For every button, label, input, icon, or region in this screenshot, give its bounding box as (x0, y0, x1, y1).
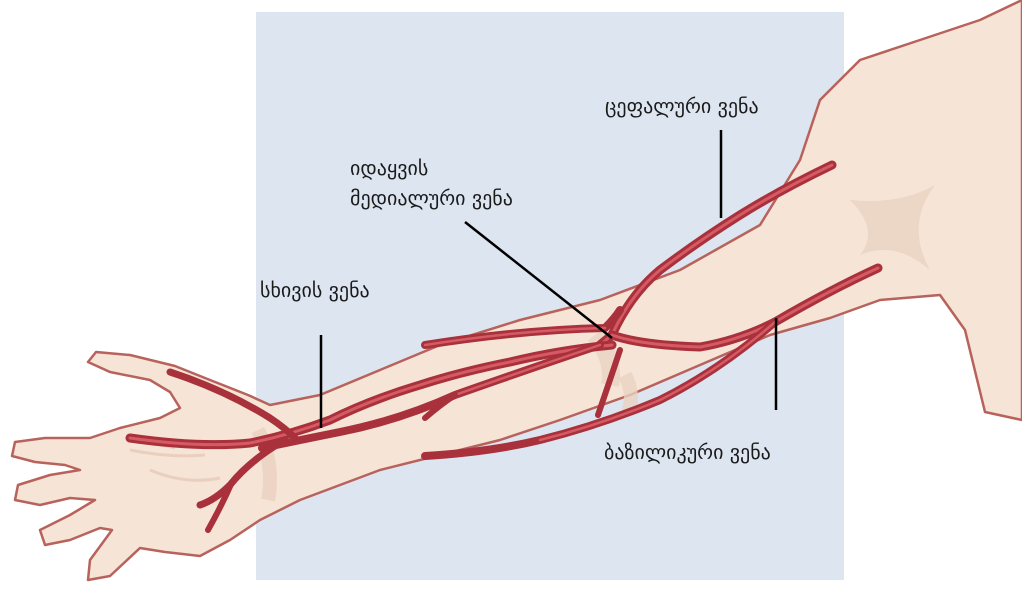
median-cubital-vein-label-line2: მედიალური ვენა (350, 184, 513, 212)
cephalic-vein-label: ცეფალური ვენა (605, 92, 759, 120)
radial-vein-label: სხივის ვენა (260, 276, 370, 304)
median-cubital-vein-label-line1: იდაყვის (350, 154, 428, 182)
basilic-vein-label: ბაზილიკური ვენა (604, 438, 771, 466)
